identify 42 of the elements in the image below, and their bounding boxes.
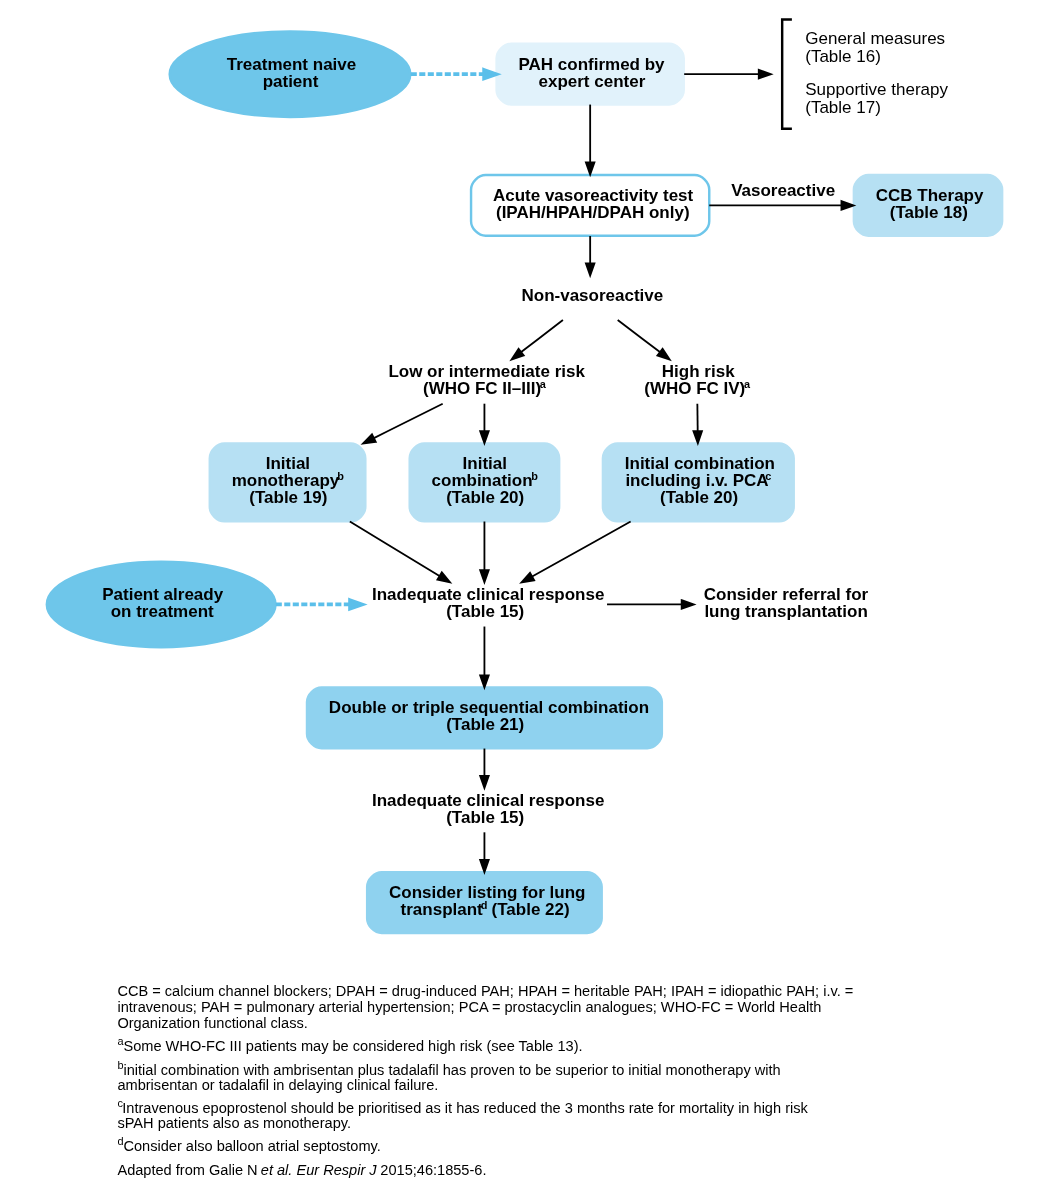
arrow xyxy=(616,319,672,362)
node-box: CCB Therapy (Table 18) xyxy=(852,173,1004,237)
label: CCB = calcium channel blockers; DPAH = drug-induced PAH; HPAH = heritable PAH; IPAH = idiopathic PAH; i.v. = intravenous; PAH = pulmonary arterial hypertension; PCA = prostacyclin analogues; WHO-FC = World Health Organization functional class. xyxy=(117,983,854,1031)
node-text: General measures (Table 16) Supportive therapy (Table 17) xyxy=(805,28,948,118)
node-box: Acute vasoreactivity test (IPAH/HPAH/DPAH only) xyxy=(469,173,711,237)
arrow xyxy=(584,235,596,279)
label: $^{c}$Intravenous epoprostenol should be prioritised as it has reduced the 3 months rate for mortality in high risk sPAH patients also as monotherapy. xyxy=(117,1096,808,1131)
node-box: Initial monotherapy$^{b}$ (Table 19) xyxy=(208,442,367,523)
arrow xyxy=(478,625,490,691)
node-text: Inadequate clinical response (Table 15) xyxy=(372,790,605,827)
arrow xyxy=(275,597,368,612)
node-box: Initial combination including i.v. PCA$^{c}$ (Table 20) xyxy=(601,442,795,523)
arrow xyxy=(584,103,596,178)
arrow xyxy=(683,68,774,80)
label: $^{d}$Consider also balloon atrial septostomy. xyxy=(117,1134,381,1154)
node-text: Inadequate clinical response (Table 15) xyxy=(372,584,605,621)
arrow xyxy=(708,199,857,211)
arrow xyxy=(478,520,490,586)
node-box: PAH confirmed by expert center xyxy=(495,42,685,106)
edge-label: Vasoreactive xyxy=(731,180,836,200)
label: $^{a}$Some WHO-FC III patients may be considered high risk (see Table 13). xyxy=(117,1034,583,1054)
arrow xyxy=(692,402,704,447)
label: $^{b}$initial combination with ambrisentan plus tadalafil has proven to be superior to initial monotherapy with ambrisentan or tadalafil in delaying clinical failure. xyxy=(117,1059,781,1093)
arrow xyxy=(519,520,632,584)
node-text: Non-vasoreactive xyxy=(521,286,664,306)
arrow xyxy=(509,319,564,362)
arrow xyxy=(478,747,490,791)
node-box: Double or triple sequential combination (Table 21) xyxy=(305,686,664,750)
arrow xyxy=(606,598,697,610)
node-ellipse: Patient already on treatment xyxy=(45,560,277,649)
node-text: Consider referral for lung transplantation xyxy=(703,584,869,621)
node-text: High risk (WHO FC IV)$^{a}$ xyxy=(644,361,750,398)
node-box: Initial combination$^{b}$ (Table 20) xyxy=(408,442,561,523)
node-text: Low or intermediate risk (WHO FC II–III)$^{a}$ xyxy=(388,361,585,398)
arrow xyxy=(348,520,453,584)
arrow xyxy=(410,67,502,81)
node-box: Consider listing for lung transplant$^{d}$ (Table 22) xyxy=(365,871,603,935)
arrow xyxy=(478,402,490,447)
node-ellipse: Treatment naive patient xyxy=(168,30,412,119)
arrow xyxy=(360,402,444,445)
label: Adapted from Galie N et al. Eur Respir J 2015;46:1855-6. xyxy=(117,1161,487,1178)
arrow xyxy=(478,831,490,875)
